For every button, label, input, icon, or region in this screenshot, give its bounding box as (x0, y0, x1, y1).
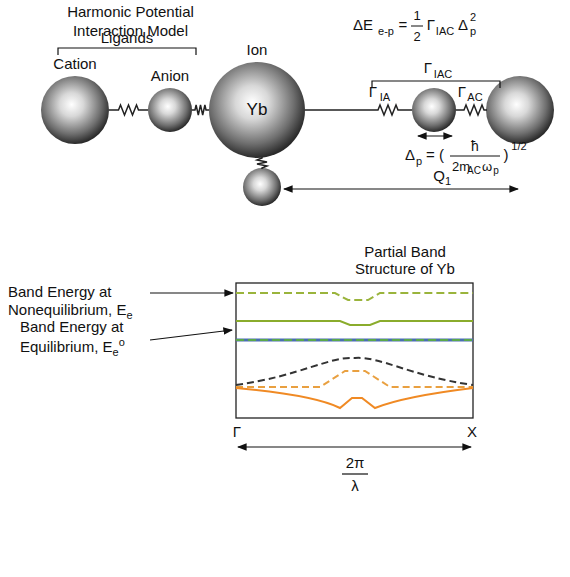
math-label: ω (482, 160, 492, 175)
subscript-text: o (119, 336, 125, 348)
math-label: = ( (426, 146, 444, 163)
sphere-node: Cation (41, 76, 109, 144)
math-label: Γ (424, 59, 432, 76)
math-label: X (467, 423, 477, 440)
subscript-text: e (113, 346, 119, 358)
math-label: λ (351, 477, 359, 494)
math-label: Γ (427, 16, 435, 33)
ligand-ball (243, 168, 281, 206)
math-label: AC (467, 91, 482, 104)
sphere-heading: Ion (247, 41, 268, 58)
math-label: IA (380, 91, 390, 104)
subscript-text: e (126, 309, 132, 321)
math-label: ΔE (353, 16, 373, 33)
math-label: = (399, 16, 408, 33)
math-label: Γ (458, 83, 466, 100)
annotation-text: Band Energy at Nonequilibrium, E (8, 283, 126, 318)
math-label: e-p (378, 25, 394, 38)
plot-title: Partial Band Structure of Yb (343, 243, 468, 278)
math-label: IAC (434, 68, 452, 81)
math-label: Γ (233, 423, 241, 440)
math-label: IAC (436, 25, 454, 38)
sphere-label: Yb (247, 100, 268, 120)
math-label: Γ (369, 83, 377, 100)
sphere-node: Anion (148, 88, 192, 132)
sphere-shape (148, 88, 192, 132)
math-label: AC (467, 165, 481, 177)
math-label: p (470, 25, 476, 38)
math-label: Q (433, 167, 445, 184)
math-label: 1/2 (511, 140, 526, 153)
band-energy-note: Band Energy at Nonequilibrium, Ee (8, 283, 148, 322)
math-label: Ligands (101, 29, 154, 46)
sphere-shape (41, 76, 109, 144)
math-label: 2π (346, 454, 365, 471)
math-label: 2 (470, 11, 476, 24)
spring-connector (109, 105, 148, 115)
math-label: Δ (458, 16, 468, 33)
band-energy-note: Band Energy at Equilibrium, Eeo (20, 318, 132, 359)
sphere-heading: Anion (151, 67, 189, 84)
sphere-node: IonYb (209, 62, 305, 158)
spring-connector (192, 105, 209, 115)
anion-ball (412, 88, 456, 132)
math-label: 1 (413, 9, 420, 24)
math-label: p (493, 165, 499, 177)
math-label: 2 (413, 30, 420, 45)
cation-ball (486, 76, 554, 144)
math-label: 1 (445, 175, 451, 188)
math-label: ħ (471, 138, 479, 154)
annotation-text: Band Energy at Equilibrium, E (20, 318, 123, 355)
math-label: Δ (405, 146, 415, 163)
math-label: p (416, 155, 422, 168)
math-label: ) (504, 146, 509, 163)
sphere-heading: Cation (53, 55, 96, 72)
